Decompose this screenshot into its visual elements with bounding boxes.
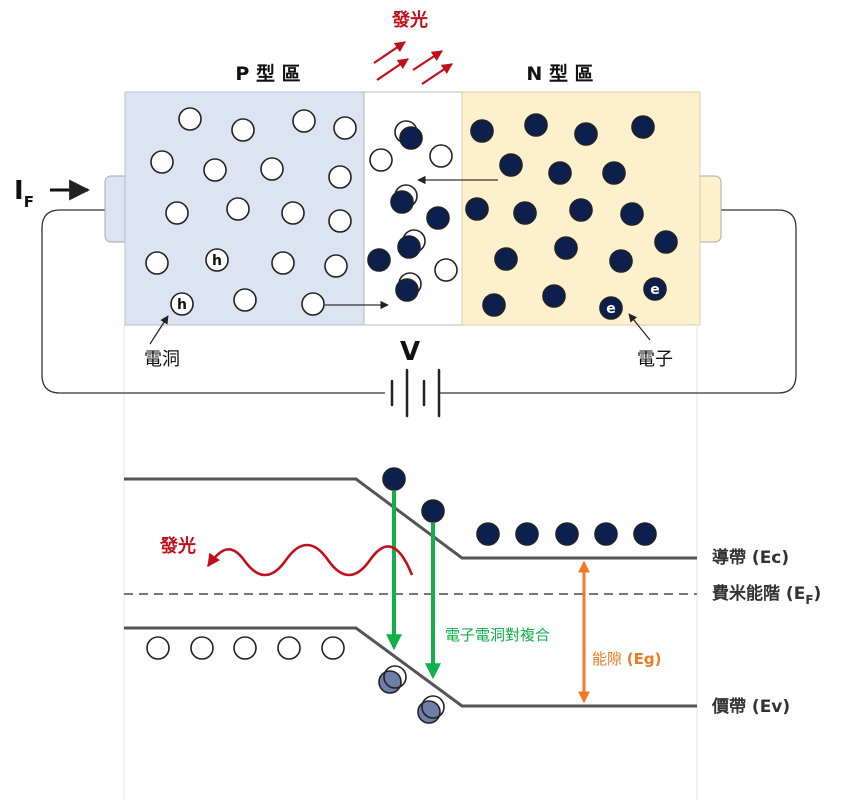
hole-labeled: h bbox=[170, 292, 194, 316]
current-label: IF bbox=[14, 176, 34, 211]
electron-labeled: e bbox=[599, 296, 623, 320]
electron bbox=[609, 249, 633, 273]
electron bbox=[569, 198, 593, 222]
hole bbox=[178, 107, 202, 131]
hole bbox=[233, 288, 257, 312]
electron bbox=[499, 153, 523, 177]
electron bbox=[515, 522, 539, 546]
n-region-label: N 型 區 bbox=[526, 62, 593, 85]
electron bbox=[620, 202, 644, 226]
hole bbox=[292, 109, 316, 133]
electron-label: 電子 bbox=[637, 349, 673, 370]
conduction-band-label: 導帶 (Ec) bbox=[712, 547, 789, 568]
hole-label: 電洞 bbox=[144, 349, 180, 370]
electron bbox=[382, 467, 406, 491]
band-holes bbox=[146, 636, 345, 660]
hole bbox=[146, 636, 170, 660]
light-rays-icon bbox=[373, 41, 453, 85]
band-electrons bbox=[382, 467, 657, 546]
circuit-wire bbox=[41, 209, 797, 394]
svg-text:h: h bbox=[212, 253, 222, 269]
hole bbox=[150, 150, 174, 174]
emission-label-top: 發光 bbox=[391, 9, 428, 31]
hole-labeled: h bbox=[205, 248, 229, 272]
holes-p-region bbox=[145, 107, 357, 316]
hole bbox=[321, 636, 345, 660]
valence-band-line bbox=[124, 626, 697, 708]
electron bbox=[542, 284, 566, 308]
electron-pointer-arrow bbox=[628, 313, 651, 341]
fermi-level-label: 費米能階 (EF) bbox=[712, 583, 821, 607]
conduction-band-line bbox=[124, 477, 697, 560]
hole bbox=[145, 251, 169, 275]
electron bbox=[421, 499, 445, 523]
electron bbox=[465, 197, 489, 221]
voltage-label: V bbox=[400, 337, 420, 367]
electron bbox=[554, 236, 578, 260]
junction-particles bbox=[367, 120, 458, 302]
electron bbox=[631, 115, 655, 139]
p-region-label: P 型 區 bbox=[235, 62, 300, 85]
hole bbox=[165, 201, 189, 225]
electron bbox=[633, 522, 657, 546]
electron bbox=[555, 522, 579, 546]
hole bbox=[226, 197, 250, 221]
electron bbox=[470, 119, 494, 143]
emission-wave bbox=[206, 543, 414, 577]
electron bbox=[513, 201, 537, 225]
hole bbox=[301, 292, 325, 316]
hole bbox=[203, 158, 227, 182]
hole bbox=[233, 636, 257, 660]
electron bbox=[574, 122, 598, 146]
svg-text:h: h bbox=[177, 297, 187, 313]
svg-text:e: e bbox=[650, 282, 660, 298]
electron-labeled: e bbox=[643, 277, 667, 301]
valence-band-label: 價帶 (Ev) bbox=[711, 696, 790, 717]
electron bbox=[476, 522, 500, 546]
hole bbox=[231, 118, 255, 142]
hole bbox=[271, 251, 295, 275]
hole bbox=[324, 254, 348, 278]
energy-gap-label: 能隙 (Eg) bbox=[592, 650, 661, 668]
hole bbox=[281, 201, 305, 225]
svg-text:e: e bbox=[606, 301, 616, 317]
hole bbox=[328, 209, 352, 233]
recombined-pairs bbox=[378, 665, 445, 724]
hole bbox=[190, 636, 214, 660]
hole-pointer-arrow bbox=[149, 315, 169, 345]
recombination-label: 電子電洞對複合 bbox=[445, 626, 550, 644]
electron bbox=[602, 161, 626, 185]
electrons-n-region bbox=[465, 113, 678, 317]
electron bbox=[548, 161, 572, 185]
hole bbox=[260, 157, 284, 181]
electron bbox=[524, 113, 548, 137]
emission-label-band: 發光 bbox=[159, 535, 196, 557]
battery-icon bbox=[390, 368, 441, 418]
electron bbox=[494, 247, 518, 271]
hole bbox=[333, 116, 357, 140]
hole bbox=[328, 165, 352, 189]
electron bbox=[482, 293, 506, 317]
electron bbox=[594, 522, 618, 546]
hole bbox=[277, 636, 301, 660]
electron bbox=[654, 230, 678, 254]
